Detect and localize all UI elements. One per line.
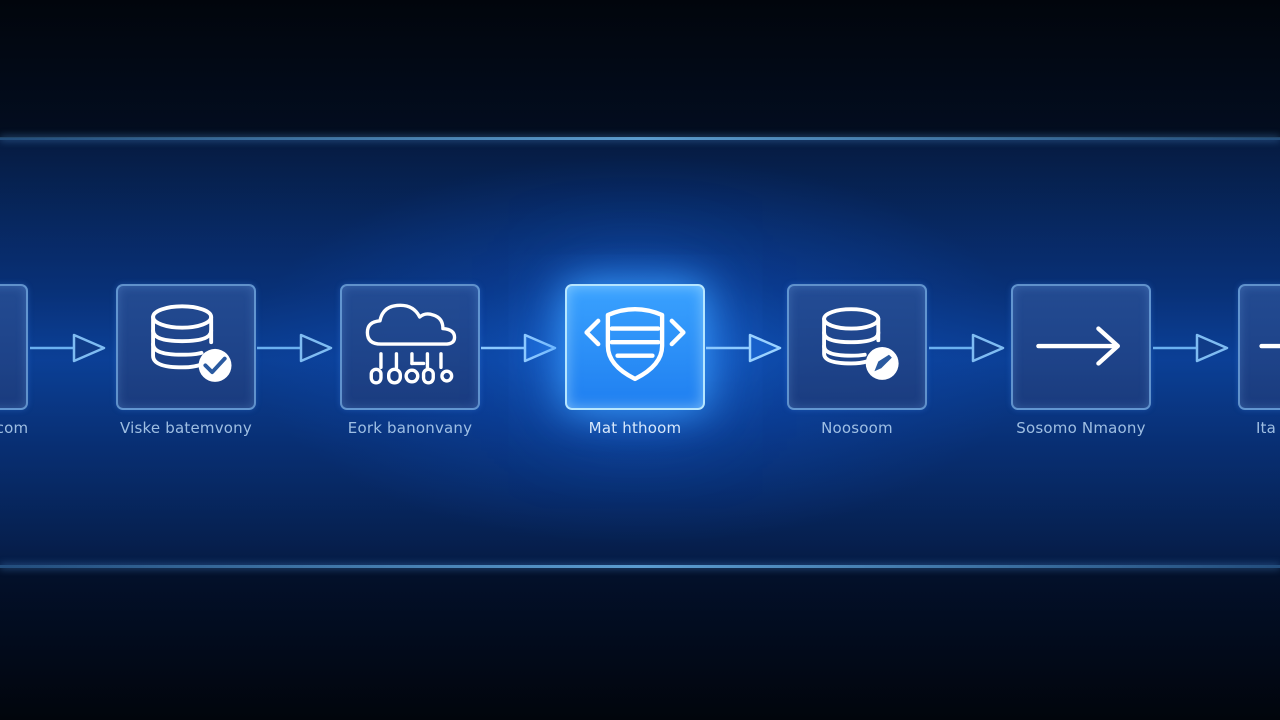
cloud-network-icon [365,303,457,385]
pipeline-node-2[interactable] [340,284,480,410]
pipeline-node-label: Viske batemvony [120,419,252,437]
pipeline-node-label: Eork banonvany [347,419,473,437]
arrow-right-outline-icon [257,333,333,363]
pipeline-node-0[interactable] [0,284,28,410]
pipeline-node-3-active[interactable] [565,284,705,410]
connector-arrow [706,332,784,364]
pipeline-node-label: com [0,419,29,437]
arrow-right-outline-icon [1153,333,1229,363]
pipeline-node-label: Noosoom [821,419,893,437]
pipeline-node-label: Mat hthoom [588,419,682,437]
pipeline-node-5[interactable] [1011,284,1151,410]
pipeline-node-label: Sosomo Nmaony [1016,419,1146,437]
connector-arrow [1153,332,1231,364]
shield-code-icon [584,307,686,382]
pipeline-node-6[interactable] [1238,284,1280,410]
arrow-right-icon [1259,343,1280,349]
connector-arrow [30,332,108,364]
arrow-right-outline-icon [706,333,782,363]
arrow-right-outline-icon [30,333,106,363]
pipeline-node-label: Ita [1255,419,1277,437]
database-check-icon [151,304,232,382]
top-rail [0,137,1280,140]
database-edit-icon [822,307,899,380]
bottom-rail [0,565,1280,568]
arrow-right-outline-icon [481,333,557,363]
arrow-right-outline-icon [929,333,1005,363]
connector-arrow [257,332,335,364]
arrow-right-icon [1036,326,1120,366]
pipeline-node-4[interactable] [787,284,927,410]
connector-arrow [929,332,1007,364]
connector-arrow [481,332,559,364]
partial-node-icon [0,286,26,408]
pipeline-node-1[interactable] [116,284,256,410]
